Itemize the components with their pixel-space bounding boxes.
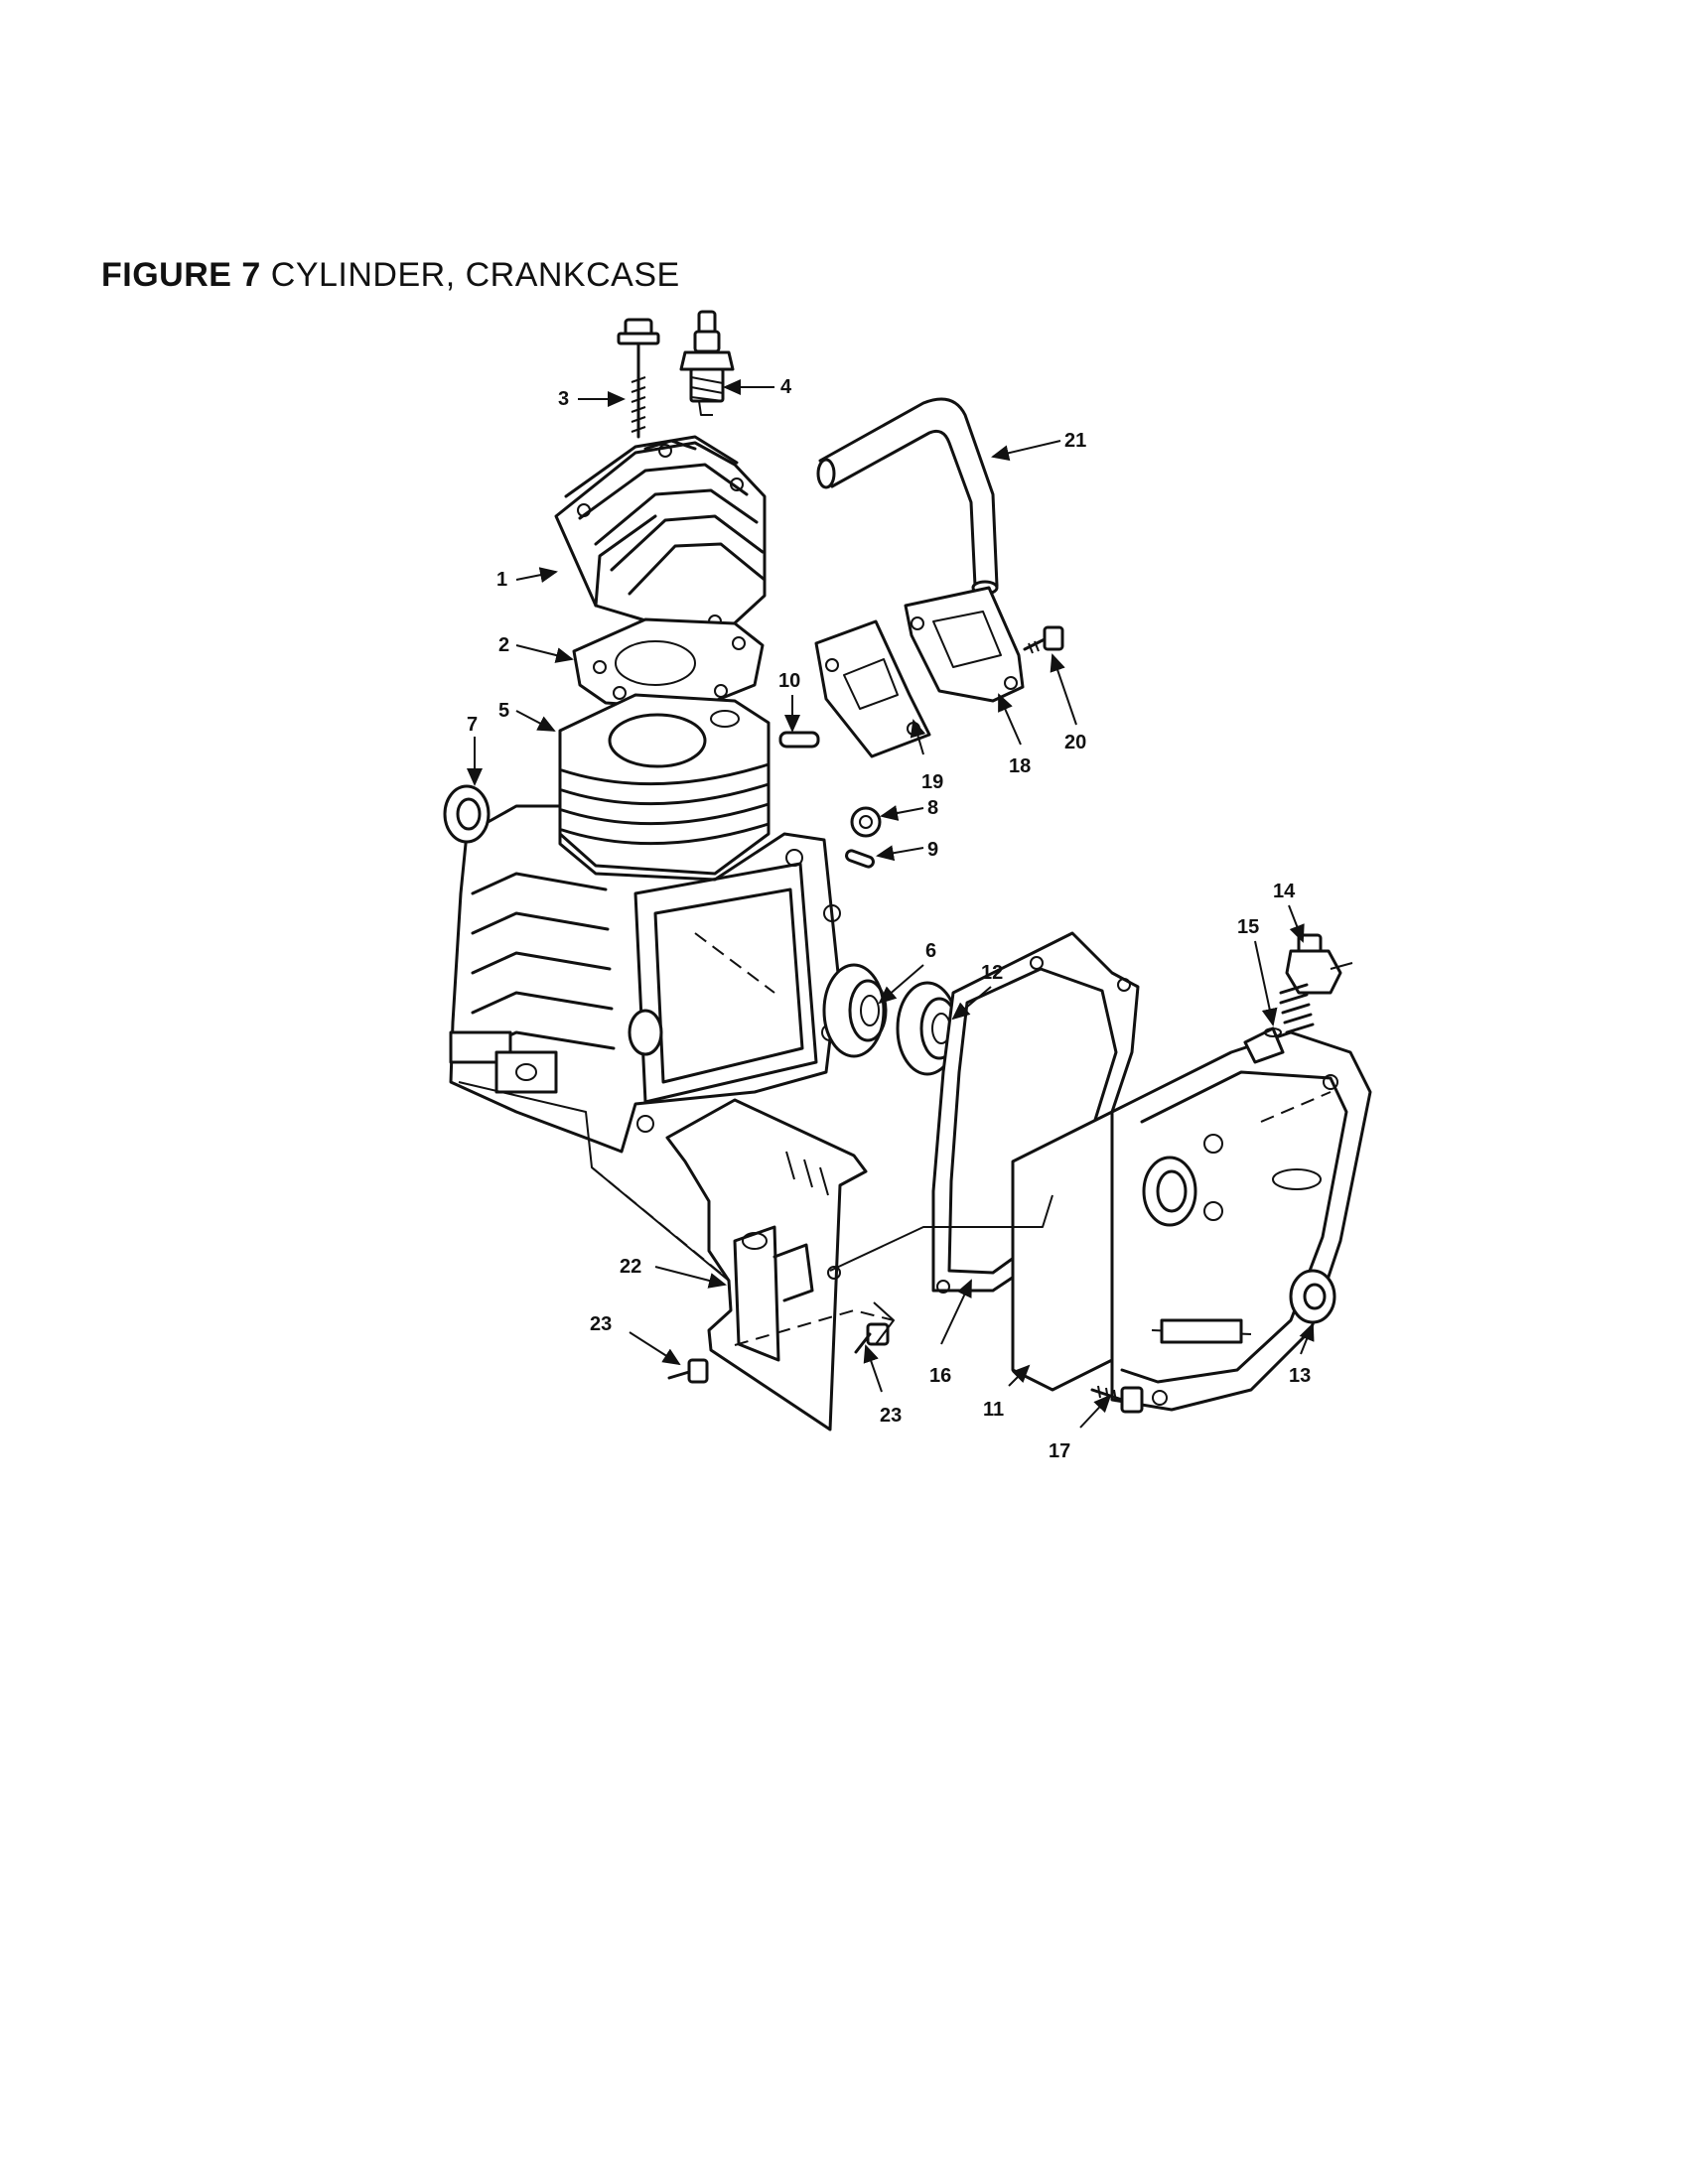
figure-name: CYLINDER, CRANKCASE bbox=[270, 256, 680, 294]
cylinder-part bbox=[558, 693, 771, 876]
callout-8: 8 bbox=[927, 797, 938, 819]
screw-23-right-part bbox=[854, 1322, 890, 1354]
callout-20: 20 bbox=[1064, 732, 1086, 753]
callout-13: 13 bbox=[1289, 1365, 1311, 1387]
callout-16: 16 bbox=[929, 1365, 951, 1387]
callout-19: 19 bbox=[921, 771, 943, 793]
callout-7: 7 bbox=[467, 714, 478, 736]
spark-plug-part bbox=[679, 310, 735, 416]
callout-17: 17 bbox=[1049, 1440, 1070, 1462]
leader-lines bbox=[467, 379, 1315, 1429]
screw-23-left-part bbox=[667, 1358, 709, 1384]
bearing-6-part bbox=[822, 963, 888, 1058]
callout-1: 1 bbox=[496, 569, 507, 591]
callout-11: 11 bbox=[983, 1399, 1004, 1421]
callout-14: 14 bbox=[1273, 881, 1296, 902]
callout-23-right: 23 bbox=[880, 1405, 902, 1427]
callout-4: 4 bbox=[780, 376, 792, 398]
callout-6: 6 bbox=[925, 940, 936, 962]
callout-labels: 1 2 3 4 5 6 7 8 9 10 11 12 13 14 15 16 1… bbox=[467, 376, 1311, 1462]
base-plate-part bbox=[665, 1098, 868, 1432]
reed-gasket-part bbox=[814, 619, 931, 758]
small-pin-part bbox=[845, 849, 875, 869]
callout-2: 2 bbox=[498, 634, 509, 656]
dowel-pin-part bbox=[778, 731, 820, 749]
callout-5: 5 bbox=[498, 700, 509, 722]
callout-12: 12 bbox=[981, 962, 1003, 984]
callout-10: 10 bbox=[778, 670, 800, 692]
screw-20-part bbox=[1023, 625, 1064, 654]
breather-tube-part bbox=[816, 397, 999, 596]
callout-22: 22 bbox=[620, 1256, 641, 1278]
callout-23-left: 23 bbox=[590, 1313, 612, 1335]
reed-plate-part bbox=[904, 586, 1025, 703]
callout-18: 18 bbox=[1009, 755, 1031, 777]
spring-part bbox=[1264, 983, 1315, 1037]
callout-15: 15 bbox=[1237, 916, 1259, 938]
crankcase-part bbox=[449, 804, 841, 1154]
oil-fill-fitting-part bbox=[1285, 933, 1353, 995]
assembly-lines bbox=[458, 1081, 1053, 1346]
nut-part bbox=[850, 806, 882, 838]
head-bolt-part bbox=[617, 318, 660, 439]
cylinder-head-part bbox=[554, 435, 767, 643]
callout-21: 21 bbox=[1064, 430, 1086, 452]
head-gasket-part bbox=[572, 617, 765, 711]
seal-13-part bbox=[1289, 1269, 1336, 1324]
figure-title: FIGURE 7 CYLINDER, CRANKCASE bbox=[101, 256, 680, 295]
callout-9: 9 bbox=[927, 839, 938, 861]
figure-number: FIGURE 7 bbox=[101, 256, 261, 294]
oil-seal-part bbox=[443, 784, 491, 844]
callout-3: 3 bbox=[558, 388, 569, 410]
